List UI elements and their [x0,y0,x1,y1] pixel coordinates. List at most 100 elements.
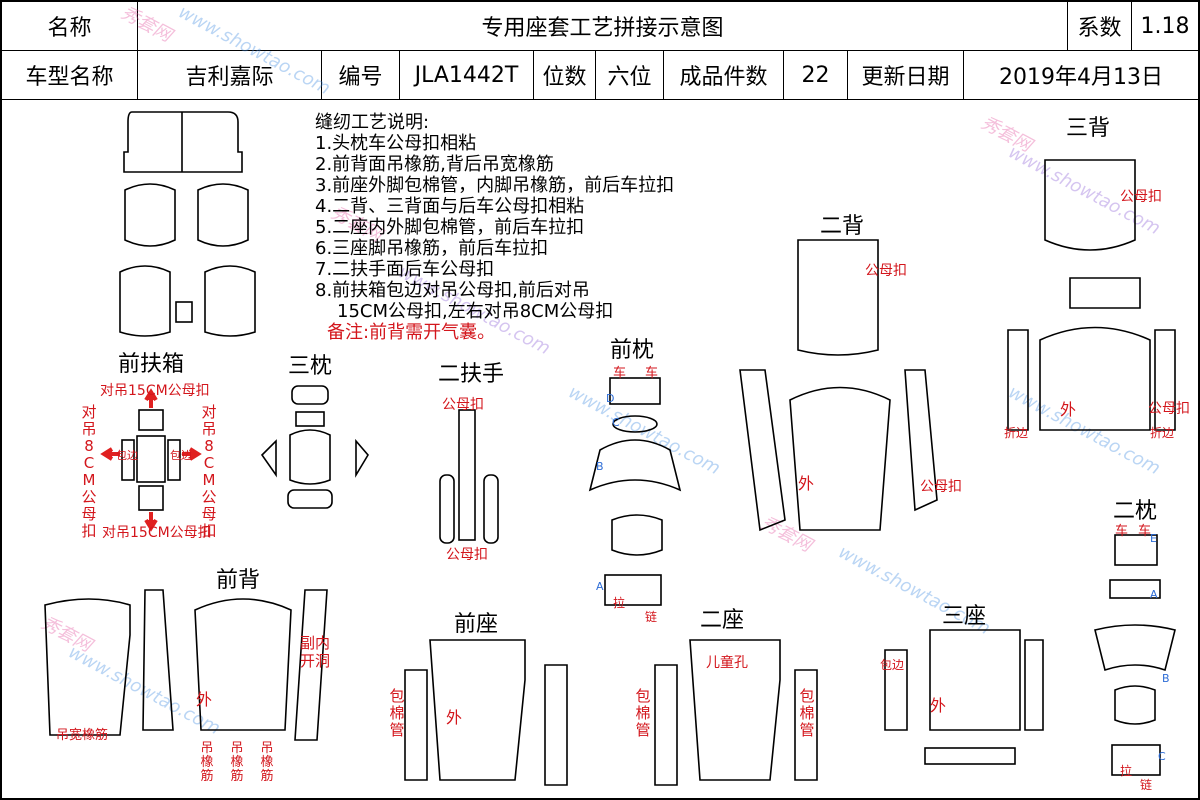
third-seat-side [884,649,908,731]
annotation-wide-elastic: 吊宽橡筋 [56,728,109,743]
arrow-up-icon [144,388,158,408]
header-row-2: 车型名称 吉利嘉际 编号 JLA1442T 位数 六位 成品件数 22 更新日期… [2,51,1200,100]
section-second-armrest: 二扶手 [438,362,505,387]
annotation-outer: 外 [446,708,463,727]
armrest-side [483,474,499,544]
arrow-down-icon [144,512,158,532]
front-back-panel [44,598,131,736]
section-third-back: 三背 [1066,116,1111,141]
second-back-side [739,369,786,532]
pillow-piece [1111,744,1161,776]
annotation-cotton-tube: 包棉管 [799,687,815,739]
section-third-pillow: 三枕 [288,354,333,379]
notes-remark: 备注:前背需开气囊。 [327,322,496,343]
annotation-chain: 链 [645,610,658,624]
arrow-left-icon [100,447,120,461]
seats-label: 位数 [534,51,596,99]
marker-e: E [1150,532,1157,545]
note-item: 1.头枕车公母扣相粘 [315,133,477,154]
marker-b: B [596,460,604,473]
second-seat-side [794,669,818,781]
third-seat-strip [924,747,1016,765]
section-front-back: 前背 [216,568,261,593]
pillow-piece [588,439,682,492]
pillow-piece [611,514,663,556]
date-value: 2019年4月13日 [999,65,1163,90]
front-back-side [294,589,328,741]
header-row-1: 名称 专用座套工艺拼接示意图 系数 1.18 [2,2,1200,51]
code-label: 编号 [322,51,400,99]
annotation-snap: 公母扣 [442,397,484,413]
third-back-panel [1044,159,1136,251]
pillow-piece [289,429,331,485]
pillow-piece [1109,579,1161,599]
third-back-side [1007,329,1029,431]
annotation-pull: 拉 [613,596,626,610]
annotation-outer: 外 [930,696,947,715]
model-value: 吉利嘉际 [138,51,322,99]
front-seat-panel [429,639,526,781]
date-label: 更新日期 [848,51,964,99]
coef-value: 1.18 [1140,13,1190,39]
marker-d: D [606,392,615,405]
second-back-panel [789,386,891,531]
annotation-hang-8cm: 对吊8CM公母扣 [201,403,217,540]
annotation-snap: 公母扣 [920,479,962,495]
pieces-value: 22 [784,51,848,99]
third-seat-side [1024,639,1044,731]
annotation-outer: 外 [1060,400,1077,419]
note-item: 7.二扶手面后车公母扣 [315,259,495,280]
note-item: 5.二座内外脚包棉管，前后车拉扣 [315,217,585,238]
seat-thumbnail [119,265,171,337]
second-seat-panel [689,639,781,781]
annotation-car: 车 [1115,524,1129,539]
pillow-piece [295,411,325,427]
armbox-center-panel [136,435,166,483]
marker-c: C [612,416,620,429]
notes-heading: 缝纫工艺说明: [315,112,430,133]
page-title: 专用座套工艺拼接示意图 [138,2,1068,50]
annotation-snap: 公母扣 [1148,401,1190,417]
annotation-binding: 包边 [880,658,905,672]
seats-value: 六位 [596,51,664,99]
marker-b: B [1162,672,1170,685]
third-back-panel [1039,326,1151,431]
annotation-car: 车 [645,366,659,381]
pillow-piece [604,574,662,606]
pieces-label: 成品件数 [664,51,784,99]
third-back-panel [1069,277,1141,309]
annotation-hang-15cm: 对吊15CM公母扣 [102,525,212,541]
section-third-seat: 三座 [942,604,987,629]
pillow-piece [287,489,333,509]
annotation-snap: 公母扣 [865,263,907,279]
pillow-piece [291,385,329,405]
section-second-back: 二背 [820,214,865,239]
note-item: 2.前背面吊橡筋,背后吊宽橡筋 [315,154,554,175]
front-seat-side [404,669,428,781]
note-item: 6.三座脚吊橡筋，前后车拉扣 [315,238,549,259]
marker-c: C [1158,750,1166,763]
annotation-hang-8cm: 对吊8CM公母扣 [81,403,97,540]
annotation-cotton-tube: 包棉管 [389,687,405,739]
model-label: 车型名称 [2,51,138,99]
annotation-cotton-tube: 包棉管 [635,687,651,739]
annotation-binding: 包边 [116,449,138,462]
annotation-fold-edge: 折边 [1004,426,1029,440]
front-seat-side [544,664,568,786]
second-seat-side [654,664,678,786]
rear-bench-thumbnail [123,111,243,173]
pillow-piece [260,439,277,478]
armrest-thumbnail [175,301,193,323]
pillow-piece [1114,534,1158,566]
front-back-panel [194,598,292,731]
pillow-piece [1094,624,1176,672]
marker-a: A [596,580,604,593]
third-seat-panel [929,629,1021,731]
arrow-right-icon [182,447,202,461]
note-item: 8.前扶箱包边对吊公母扣,前后对吊 [315,280,590,301]
section-second-seat: 二座 [700,608,745,633]
second-back-panel [797,239,879,356]
annotation-hang-15cm: 对吊15CM公母扣 [100,383,210,399]
